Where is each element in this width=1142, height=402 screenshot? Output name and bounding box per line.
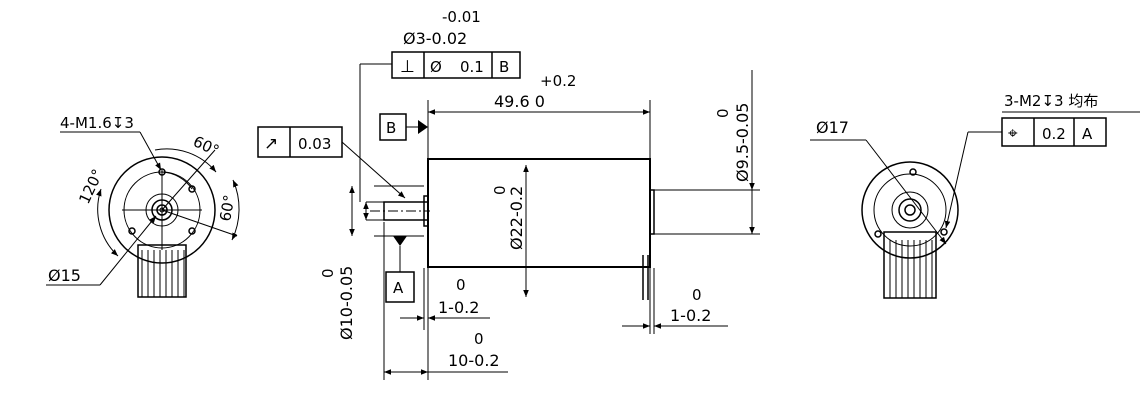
datum-a-box: A <box>385 236 415 303</box>
left-boss-dia: Ø10-0.05 <box>337 266 356 340</box>
perp-dia-symbol: Ø <box>430 58 442 76</box>
boss-len: 1-0.2 <box>438 298 479 317</box>
datum-b-box: B <box>379 113 428 141</box>
shaft-len: 10-0.2 <box>448 351 500 370</box>
right-shaft-dia: Ø9.5-0.05 <box>733 103 752 182</box>
boss-len-zero: 0 <box>456 276 466 294</box>
length-tol-top: +0.2 <box>540 72 576 90</box>
runout-symbol: ↗ <box>264 134 278 154</box>
left-dia-15: Ø15 <box>48 266 81 285</box>
rear-boss-len-zero: 0 <box>692 286 702 304</box>
body-dia-zero: 0 <box>491 185 509 195</box>
pos-symbol: ⌖ <box>1008 124 1018 144</box>
datum-b-label: B <box>386 119 396 137</box>
left-angle-60-right: 60° <box>216 193 238 222</box>
shaft-len-zero: 0 <box>474 330 484 348</box>
right-shaft-dia-zero: 0 <box>714 108 732 118</box>
body-dia: Ø22-0.2 <box>507 186 526 250</box>
runout-value: 0.03 <box>298 135 331 153</box>
length-value: 49.6 0 <box>494 92 545 111</box>
datum-a-label: A <box>393 279 404 297</box>
shaft-dia: Ø3-0.02 <box>403 29 467 48</box>
perp-symbol: ⊥ <box>400 57 415 77</box>
right-holes-callout: 3-M2↧3 均布 <box>1004 92 1098 110</box>
right-end-view: Ø17 3-M2↧3 均布 ⌖ 0.2 A <box>810 92 1140 299</box>
rear-boss-len: 1-0.2 <box>670 306 711 325</box>
runout-frame: ↗ 0.03 <box>257 126 406 199</box>
left-end-view: 4-M1.6↧3 60° 120° 60° Ø15 <box>46 114 240 298</box>
side-view: -0.01 Ø3-0.02 ⊥ Ø 0.1 B B ↗ 0.03 +0.2 <box>257 8 760 380</box>
perp-datum: B <box>499 58 509 76</box>
left-angle-120: 120° <box>75 166 107 206</box>
left-boss-dia-zero: 0 <box>319 268 337 278</box>
left-holes-callout: 4-M1.6↧3 <box>60 114 134 132</box>
position-frame: ⌖ 0.2 A <box>944 117 1107 229</box>
shaft-dia-top-tol: -0.01 <box>442 8 481 26</box>
right-dia-17: Ø17 <box>816 118 849 137</box>
pos-datum: A <box>1082 125 1093 143</box>
pos-value: 0.2 <box>1042 125 1066 143</box>
perpendicularity-frame: ⊥ Ø 0.1 B <box>391 51 521 79</box>
perp-value: 0.1 <box>460 58 484 76</box>
